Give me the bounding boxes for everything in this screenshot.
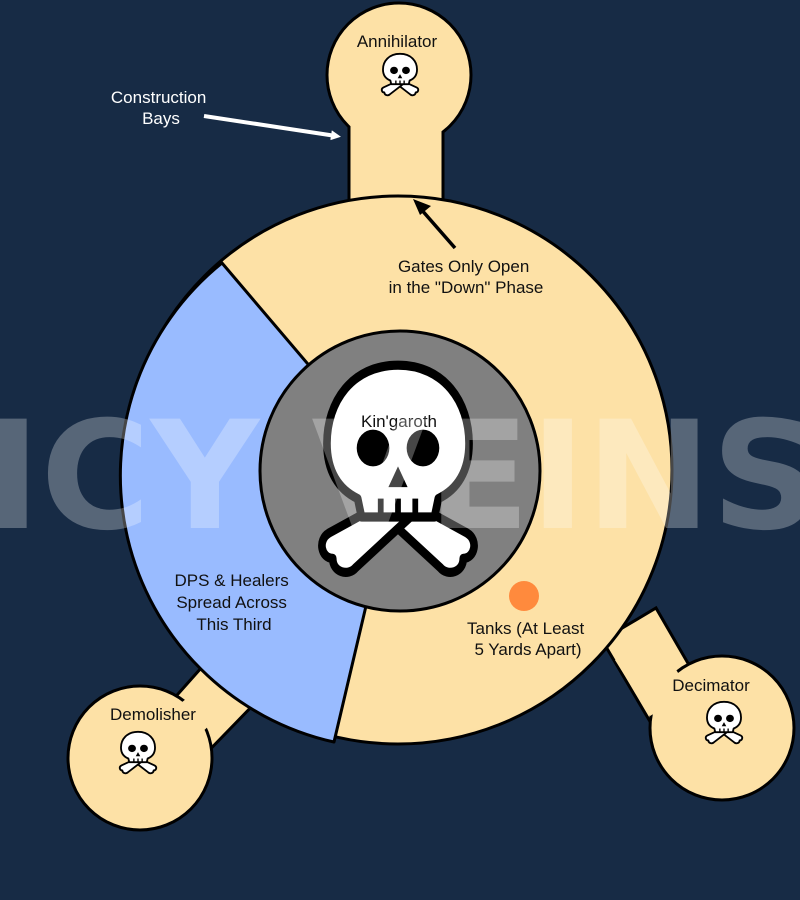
tank-marker xyxy=(509,581,539,611)
demolisher-label: Demolisher xyxy=(110,705,196,724)
gates-arrow xyxy=(413,199,457,250)
annihilator-label: Annihilator xyxy=(357,32,438,51)
construction-bays-arrow xyxy=(203,114,341,141)
dps-healers-label: DPS & Healers Spread Across This Third xyxy=(174,571,293,634)
gates-label: Gates Only Open in the "Down" Phase xyxy=(389,257,544,297)
decimator-label: Decimator xyxy=(672,676,750,695)
watermark: ICY VEINS xyxy=(0,390,800,564)
dps-healers-zone xyxy=(118,261,400,744)
boss-label: Kin'garoth xyxy=(361,412,437,431)
construction-bays-label: Construction Bays xyxy=(111,88,211,128)
tanks-label: Tanks (At Least 5 Yards Apart) xyxy=(467,619,589,659)
